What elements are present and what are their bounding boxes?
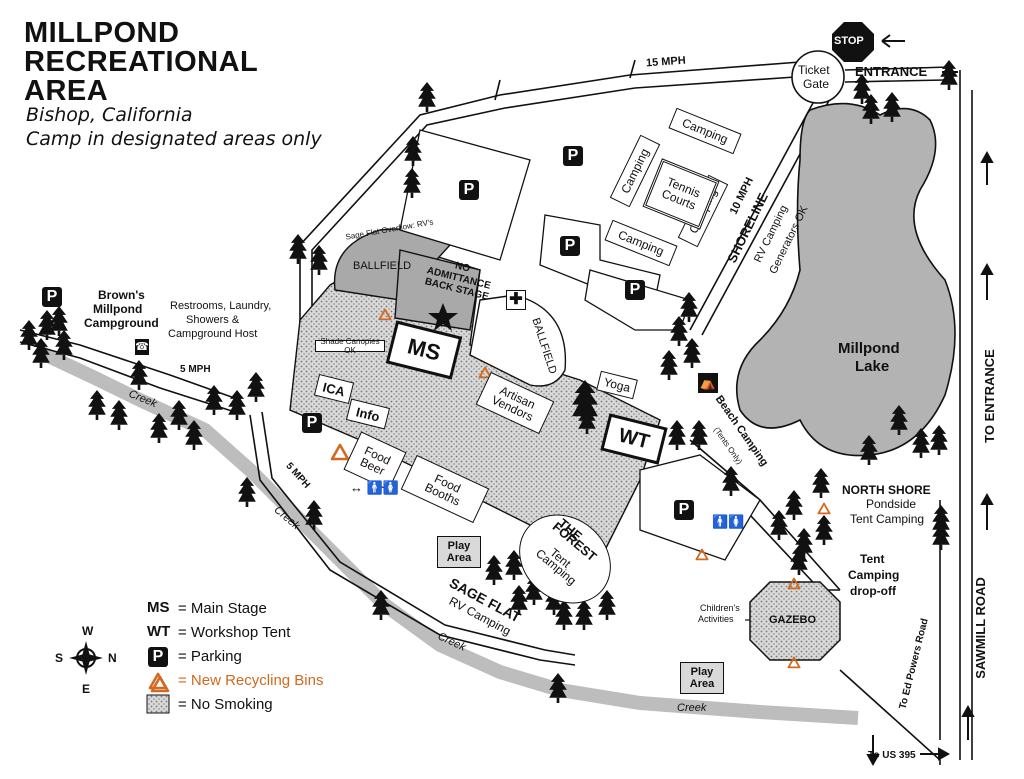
legend-wt-code: WT	[147, 623, 171, 640]
legend-parking-icon: P	[148, 647, 168, 667]
ticket-gate-circle	[791, 50, 845, 104]
childrens-label-1: Children's	[700, 603, 740, 613]
restroom-icon-center: ↔ 🚹🚺	[350, 480, 399, 495]
to-entrance-road: TO ENTRANCE	[981, 349, 997, 443]
childrens-label-2: Activities	[698, 614, 734, 624]
legend-recycle-label: = New Recycling Bins	[178, 672, 324, 689]
tent-dropoff-2: Camping	[848, 568, 900, 582]
lake-label-1: Millpond	[838, 340, 900, 357]
compass-s: S	[55, 651, 64, 665]
north-shore-label: NORTH SHORE	[842, 483, 931, 497]
legend-nosmoke-label: = No Smoking	[178, 696, 273, 713]
subtitle-note: Camp in designated areas only	[26, 128, 322, 150]
lake-label-2: Lake	[855, 358, 890, 375]
browns-label-3: Campground	[84, 316, 159, 330]
ballfield-east	[469, 294, 567, 387]
arrow-left	[881, 34, 905, 48]
compass-w: W	[82, 624, 94, 638]
parking-browns: P	[42, 287, 62, 307]
gazebo-label: GAZEBO	[769, 614, 817, 626]
restrooms-label-1: Restrooms, Laundry,	[170, 300, 272, 312]
ticket-gate-label-2: Gate	[803, 77, 830, 91]
legend-ms-label: = Main Stage	[178, 600, 267, 617]
tent-dropoff-3: drop-off	[850, 584, 896, 598]
parking-west: P	[302, 413, 322, 433]
sawmill-road: SAWMILL ROAD	[972, 577, 988, 679]
parking-east: P	[625, 280, 645, 300]
parking-camping: P	[560, 236, 580, 256]
creek-label-4: Creek	[677, 702, 707, 714]
ticket-gate-label-1: Ticket	[798, 63, 830, 77]
stop-sign-shape	[832, 22, 874, 62]
phone-icon: ☎	[135, 339, 149, 355]
backstage-star	[428, 303, 458, 331]
creek	[37, 345, 859, 725]
compass-n: N	[108, 651, 117, 665]
parking-southeast: P	[674, 500, 694, 520]
play-west-label-1: Play	[447, 540, 471, 552]
legend-ms-code: MS	[147, 599, 170, 616]
play-area-east: Play Area	[680, 662, 724, 694]
legend-wt-label: = Workshop Tent	[178, 624, 291, 641]
restroom-icon-east: 🚹🚺	[712, 514, 745, 529]
play-east-label-2: Area	[689, 678, 715, 690]
browns-label-2: Millpond	[93, 302, 143, 316]
title-line-1: MILLPOND	[24, 17, 180, 49]
restrooms-label-2: Showers &	[186, 314, 240, 326]
ballfield-west-label: BALLFIELD	[353, 260, 412, 272]
legend-parking-label: = Parking	[178, 648, 242, 665]
title-line-3: AREA	[24, 75, 109, 107]
tent-dropoff-1: Tent	[860, 552, 885, 566]
speed-5a: 5 MPH	[180, 364, 211, 375]
browns-label-1: Brown's	[98, 288, 145, 302]
compass-e: E	[82, 682, 91, 696]
restrooms-label-3: Campground Host	[168, 328, 258, 340]
millpond-lake	[735, 102, 956, 457]
us-395: To US 395	[868, 750, 916, 761]
stop-sign-label: STOP	[834, 35, 864, 47]
play-west-label-2: Area	[446, 552, 472, 564]
gazebo-shape	[749, 581, 841, 661]
play-east-label-1: Play	[690, 666, 714, 678]
compass-rose	[69, 641, 103, 675]
direction-arrows	[866, 150, 994, 767]
entrance-label: ENTRANCE	[855, 64, 928, 79]
parking-northeast: P	[563, 146, 583, 166]
legend-nosmoke-swatch	[146, 694, 170, 714]
shade-canopies: Shade Canopies OK	[315, 337, 385, 355]
play-area-west: Play Area	[437, 536, 481, 568]
subtitle-location: Bishop, California	[26, 104, 193, 126]
parking-north: P	[459, 180, 479, 200]
title-line-2: RECREATIONAL	[24, 46, 259, 78]
picnic-icon: ⛺	[698, 373, 718, 393]
no-admittance-area	[394, 249, 481, 331]
north-shore-tent: Tent Camping	[850, 512, 925, 526]
north-shore-pondside: Pondside	[866, 497, 917, 511]
first-aid-icon: ✚	[506, 290, 526, 310]
